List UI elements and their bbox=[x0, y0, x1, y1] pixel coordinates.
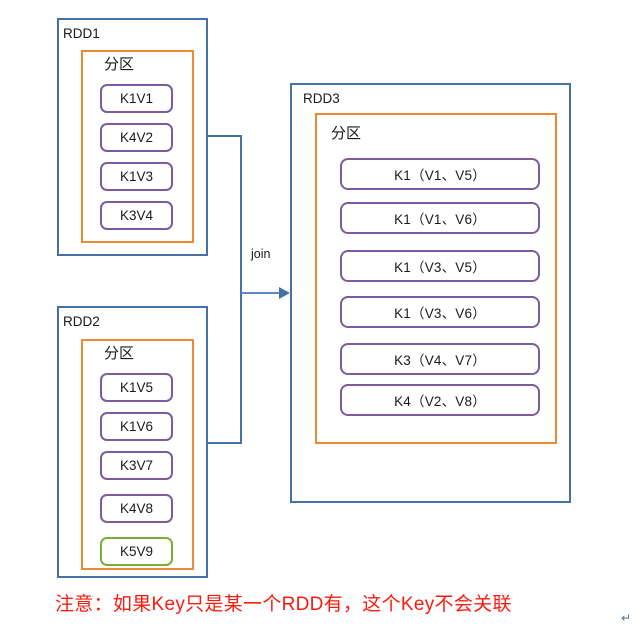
rdd2-record: K1V5 bbox=[100, 373, 173, 402]
rdd3-record: K1（V1、V6） bbox=[340, 202, 540, 234]
rdd2-label: RDD2 bbox=[63, 314, 100, 329]
rdd3-record: K1（V1、V5） bbox=[340, 158, 540, 190]
rdd2-record-unmatched: K5V9 bbox=[100, 537, 173, 566]
paragraph-mark-icon: ↵ bbox=[621, 611, 632, 625]
rdd3-record: K3（V4、V7） bbox=[340, 343, 540, 375]
rdd1-record: K1V1 bbox=[100, 84, 173, 113]
rdd3-record: K1（V3、V5） bbox=[340, 250, 540, 282]
rdd1-label: RDD1 bbox=[63, 26, 100, 41]
join-connector-spine bbox=[240, 135, 242, 444]
rdd1-record: K1V3 bbox=[100, 162, 173, 191]
rdd2-record: K4V8 bbox=[100, 494, 173, 523]
rdd2-record: K1V6 bbox=[100, 412, 173, 441]
rdd3-record: K1（V3、V6） bbox=[340, 296, 540, 328]
warning-note: 注意：如果Key只是某一个RDD有，这个Key不会关联 bbox=[55, 594, 512, 615]
join-arrow-head-icon bbox=[279, 287, 290, 299]
rdd2-partition-label: 分区 bbox=[104, 345, 135, 362]
join-arrow-shaft bbox=[241, 292, 284, 294]
rdd3-partition-label: 分区 bbox=[331, 125, 362, 142]
rdd1-record: K4V2 bbox=[100, 123, 173, 152]
join-connector-bottom-segment bbox=[207, 442, 242, 444]
join-operation-label: join bbox=[251, 247, 271, 261]
rdd1-record: K3V4 bbox=[100, 201, 173, 230]
rdd1-partition-label: 分区 bbox=[104, 56, 135, 73]
rdd2-record: K3V7 bbox=[100, 451, 173, 480]
join-connector-top-segment bbox=[207, 135, 242, 137]
rdd3-label: RDD3 bbox=[303, 91, 340, 106]
rdd3-record: K4（V2、V8） bbox=[340, 384, 540, 416]
